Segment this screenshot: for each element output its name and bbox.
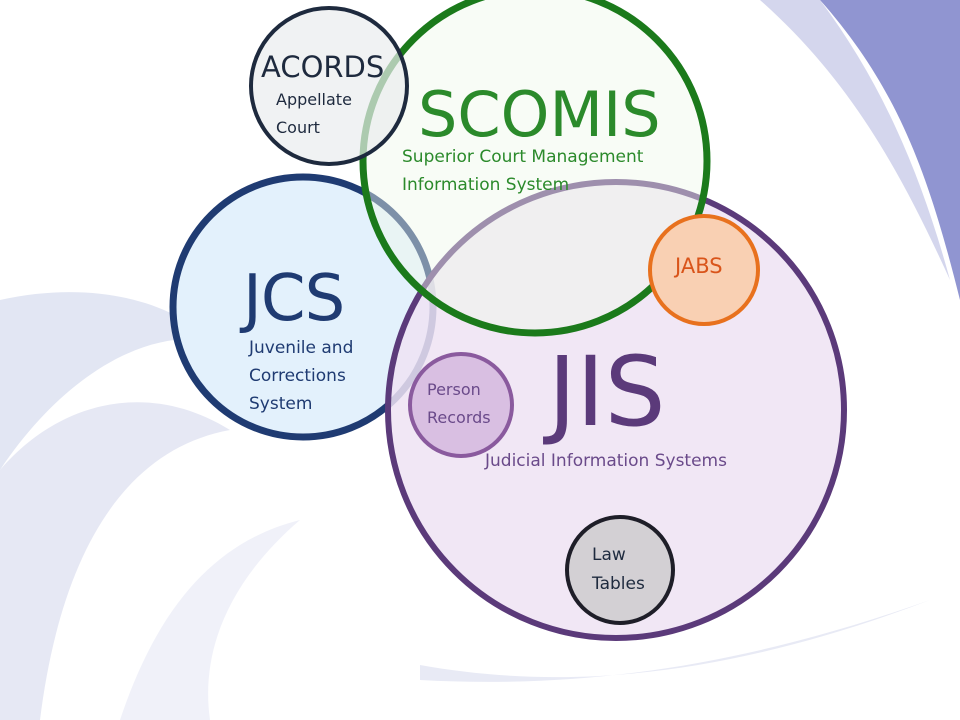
law-tables-circle [565, 515, 675, 625]
background-swoosh-bottom-left [0, 402, 230, 720]
acords-circle [249, 6, 409, 166]
jcs-description: Juvenile and Corrections System [249, 338, 354, 414]
background-swoosh-bottom [120, 520, 300, 720]
jabs-label: JABS [675, 254, 723, 278]
person-records-circle [408, 352, 514, 458]
person-records-label: Person Records [427, 380, 491, 427]
scomis-title: SCOMIS [418, 78, 661, 151]
acords-title: ACORDS [261, 50, 385, 84]
background-swoosh-top-right-light [760, 0, 950, 280]
jis-description: Judicial Information Systems [485, 451, 727, 471]
jis-title: JIS [548, 336, 666, 448]
scomis-circle [359, 0, 711, 337]
acords-description: Appellate Court [276, 90, 352, 137]
jabs-circle [648, 214, 760, 326]
scomis-description: Superior Court Management Information Sy… [402, 147, 644, 195]
law-tables-label: Law Tables [592, 545, 645, 594]
background-swoosh-top-right [820, 0, 960, 300]
background-swoosh-left [0, 292, 210, 470]
background-swoosh-bottom-right [420, 600, 930, 682]
jcs-title: JCS [243, 262, 345, 336]
